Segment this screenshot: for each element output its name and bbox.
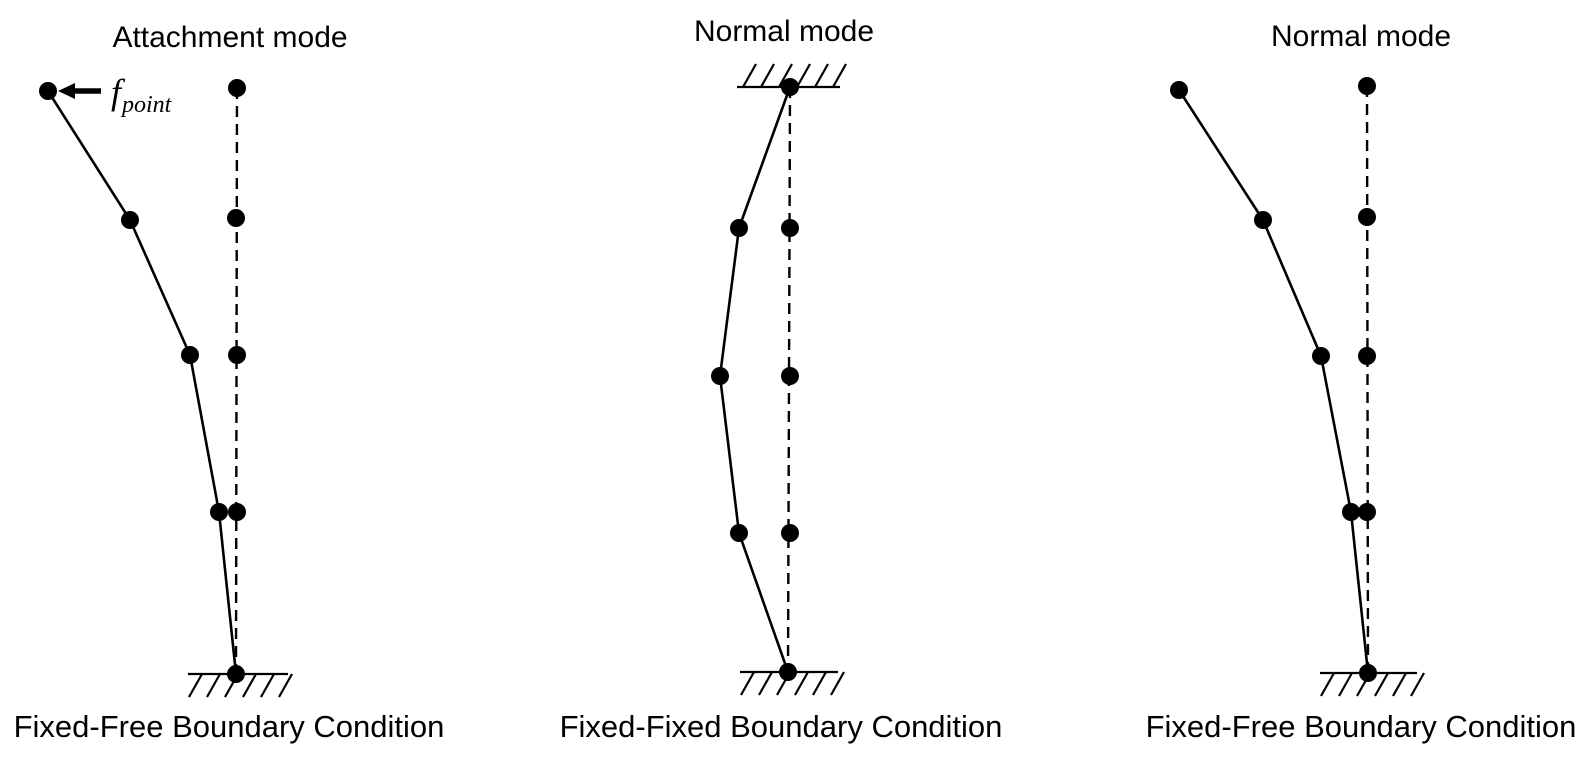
axis-node-dot	[781, 219, 799, 237]
beam-node-dot	[1170, 81, 1188, 99]
hatch-line	[206, 673, 221, 698]
beam-node-dot	[210, 503, 228, 521]
diagram-normal-fixed-free	[1170, 77, 1425, 697]
beam-node-dot	[1254, 211, 1272, 229]
axis-node-dot	[781, 367, 799, 385]
hatch-line	[830, 671, 845, 696]
beam-node-dot	[227, 665, 245, 683]
beam-node-dot	[1359, 664, 1377, 682]
hatch-line	[278, 673, 293, 698]
diagram-title-attachment-mode: Attachment mode	[112, 21, 348, 54]
undeformed-axis-line	[234, 87, 239, 675]
diagram-attachment-fixed-free	[39, 79, 293, 698]
beam-node-dot	[730, 524, 748, 542]
force-symbol-subscript: point	[122, 92, 172, 118]
diagram-title-normal-mode-right: Normal mode	[1270, 20, 1452, 53]
axis-node-dot	[1358, 347, 1376, 365]
beam-node-dot	[730, 219, 748, 237]
hatch-line	[260, 673, 275, 698]
hatch-line	[796, 63, 811, 88]
axis-node-dot	[228, 346, 246, 364]
force-symbol: f	[111, 72, 122, 112]
point-force-arrow	[58, 83, 101, 99]
undeformed-axis-line	[1365, 85, 1370, 674]
hatch-line	[1320, 672, 1335, 697]
beam-node-dot	[1342, 503, 1360, 521]
deformed-beam-line	[46, 90, 238, 675]
hatch-line	[760, 63, 775, 88]
beam-node-dot	[781, 78, 799, 96]
axis-node-dot	[781, 524, 799, 542]
beam-node-dot	[711, 367, 729, 385]
beam-node-dot	[779, 663, 797, 681]
diagram-caption-fixed-fixed: Fixed-Fixed Boundary Condition	[559, 709, 1003, 744]
axis-node-dot	[228, 79, 246, 97]
diagram-caption-fixed-free-right: Fixed-Free Boundary Condition	[1145, 709, 1577, 744]
hatch-line	[740, 671, 755, 696]
diagram-normal-fixed-fixed	[711, 63, 847, 696]
hatch-line	[1410, 672, 1425, 697]
hatch-line	[812, 671, 827, 696]
axis-node-dot	[1358, 208, 1376, 226]
hatch-line	[758, 671, 773, 696]
beam-node-dot	[181, 346, 199, 364]
deformed-beam-line	[1177, 89, 1370, 674]
deformed-beam-line	[718, 86, 792, 673]
hatch-line	[778, 63, 793, 88]
point-force-label: fpoint	[111, 71, 171, 118]
hatch-line	[832, 63, 847, 88]
hatch-line	[814, 63, 829, 88]
fixed-support-top	[737, 63, 847, 89]
beam-node-dot	[1312, 347, 1330, 365]
hatch-line	[242, 673, 257, 698]
diagram-title-normal-mode-center: Normal mode	[693, 15, 875, 48]
hatch-line	[1392, 672, 1407, 697]
diagram-caption-fixed-free-left: Fixed-Free Boundary Condition	[13, 709, 445, 744]
beam-node-dot	[121, 211, 139, 229]
axis-node-dot	[228, 503, 246, 521]
hatch-line	[794, 671, 809, 696]
axis-node-dot	[227, 209, 245, 227]
axis-node-dot	[1358, 503, 1376, 521]
hatch-line	[1374, 672, 1389, 697]
hatch-line	[742, 63, 757, 88]
hatch-line	[188, 673, 203, 698]
beam-node-dot	[39, 82, 57, 100]
arrow-head	[58, 83, 75, 99]
axis-node-dot	[1358, 77, 1376, 95]
hatch-line	[1338, 672, 1353, 697]
